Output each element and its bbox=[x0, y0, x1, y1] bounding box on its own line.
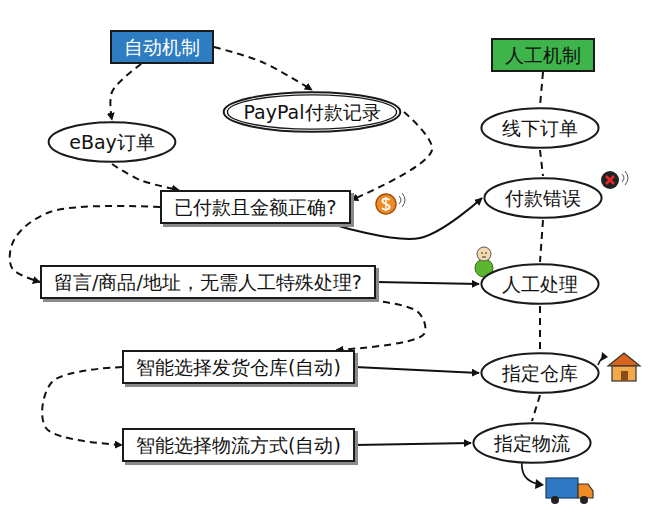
ellipse-border bbox=[481, 108, 598, 148]
truck-pointer-head bbox=[535, 479, 544, 489]
ellipse-border bbox=[49, 122, 176, 162]
node-label: 已付款且金额正确? bbox=[174, 196, 336, 218]
mechanism-header: 自动机制 bbox=[110, 30, 214, 64]
error-icon bbox=[601, 171, 628, 189]
decision-box: 留言/商品/地址，无需人工特殊处理? bbox=[40, 265, 376, 299]
node-label: 自动机制 bbox=[124, 36, 200, 58]
manual-ellipse: 线下订单 bbox=[479, 106, 601, 150]
flow-connector bbox=[376, 282, 479, 284]
node-label: 线下订单 bbox=[502, 117, 578, 139]
node-label: 指定物流 bbox=[494, 432, 570, 454]
manual-ellipse: 指定物流 bbox=[471, 421, 593, 465]
ellipse-border bbox=[481, 353, 598, 393]
flow-connector bbox=[332, 198, 482, 239]
ellipse-border bbox=[224, 92, 401, 132]
flow-connector bbox=[539, 306, 541, 351]
node-label: 智能选择发货仓库(自动) bbox=[136, 356, 341, 378]
source-ellipse: PayPal付款记录 bbox=[220, 90, 404, 134]
flow-connector bbox=[214, 47, 312, 90]
manual-ellipse: 付款错误 bbox=[482, 176, 604, 220]
source-ellipse: eBay订单 bbox=[46, 120, 178, 164]
ellipse-border bbox=[473, 423, 590, 463]
ellipse-border bbox=[484, 178, 601, 218]
truck-pointer bbox=[522, 461, 538, 484]
ellipse-border bbox=[227, 95, 396, 129]
flow-connector bbox=[355, 443, 471, 445]
flow-connector bbox=[336, 299, 425, 350]
node-label: 付款错误 bbox=[505, 187, 581, 209]
flow-connector bbox=[540, 220, 543, 262]
node-label: 人工处理 bbox=[502, 273, 578, 295]
flow-connector bbox=[540, 72, 543, 106]
mechanism-header: 人工机制 bbox=[491, 38, 595, 72]
node-label: 智能选择物流方式(自动) bbox=[136, 434, 341, 456]
flow-connector bbox=[42, 367, 122, 445]
flow-connector bbox=[540, 150, 543, 176]
warehouse-pointer-head bbox=[601, 352, 608, 361]
process-box: 智能选择物流方式(自动) bbox=[122, 428, 355, 462]
manual-ellipse: 人工处理 bbox=[479, 262, 601, 306]
node-label: 人工机制 bbox=[505, 44, 581, 66]
truck-icon bbox=[546, 478, 593, 504]
flow-connector bbox=[532, 395, 540, 421]
node-label: 留言/商品/地址，无需人工特殊处理? bbox=[54, 271, 362, 293]
decision-box: 已付款且金额正确? bbox=[160, 190, 351, 224]
node-label: eBay订单 bbox=[69, 131, 155, 153]
warehouse-icon bbox=[608, 353, 640, 381]
coin-icon bbox=[376, 193, 405, 214]
node-label: PayPal付款记录 bbox=[243, 101, 380, 123]
ellipse-border bbox=[481, 264, 598, 304]
process-box: 智能选择发货仓库(自动) bbox=[122, 350, 355, 384]
manual-ellipse: 指定仓库 bbox=[479, 351, 601, 395]
flow-connector bbox=[112, 164, 179, 190]
flow-connector bbox=[355, 367, 479, 373]
node-label: 指定仓库 bbox=[502, 362, 578, 384]
flow-connector bbox=[110, 64, 141, 120]
